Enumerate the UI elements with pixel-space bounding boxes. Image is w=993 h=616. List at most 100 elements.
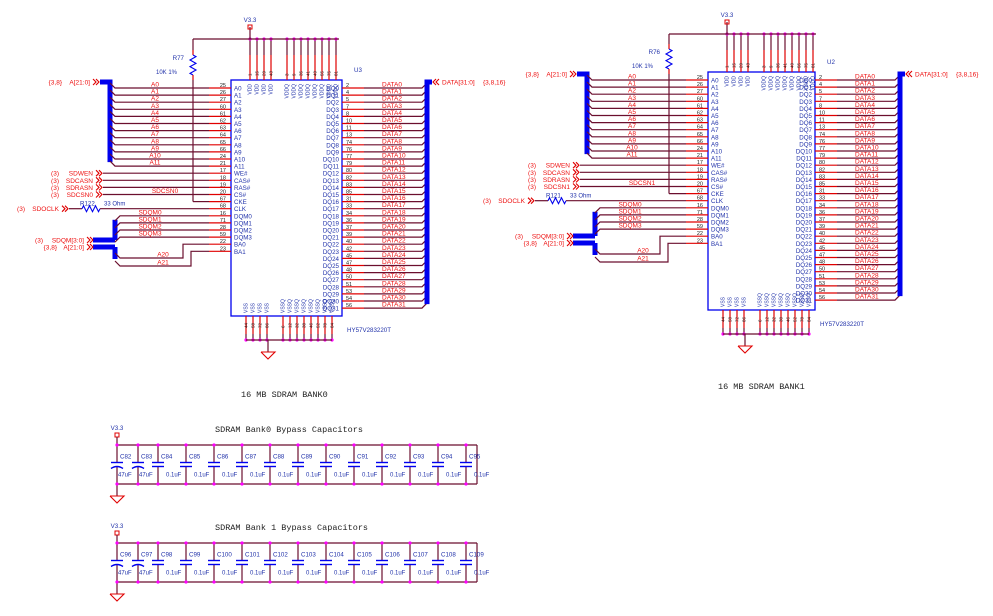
- pin-name: CKE: [711, 191, 724, 198]
- pin-name: A8: [234, 142, 242, 149]
- net-label: A10: [149, 153, 161, 160]
- sdram-chip-body[interactable]: [707, 71, 816, 311]
- pin-number: 33: [346, 204, 352, 210]
- address-port-name: A[21:0]: [69, 80, 90, 87]
- port-arrow-icon: [566, 239, 574, 247]
- capacitor-refdes: C105: [357, 552, 372, 559]
- clock-resistor-value: 33 Ohm: [104, 202, 125, 208]
- pin-number: 20: [697, 182, 703, 188]
- chevron-right-icon: [566, 232, 571, 240]
- pin-number: 56: [819, 295, 825, 301]
- pin-name: DQ0: [799, 78, 812, 85]
- address-net: A3: [109, 103, 209, 110]
- pin-number: 15: [732, 62, 737, 68]
- address-wire: [109, 139, 209, 146]
- net-label: DATA16: [382, 195, 406, 202]
- chevron-right-icon: [92, 78, 97, 86]
- pin-number: 3: [285, 73, 290, 76]
- pin-name: DQ2: [326, 100, 339, 107]
- net-label: A20: [637, 248, 649, 255]
- net-label: DATA17: [855, 194, 879, 201]
- control-net: SDCSN1(3): [528, 183, 686, 191]
- pin-name: BA1: [234, 249, 246, 256]
- net-label: DATA16: [855, 187, 879, 194]
- capacitor-refdes: C90: [329, 454, 341, 461]
- pin-name: CS#: [234, 192, 247, 199]
- net-label: A4: [628, 102, 636, 109]
- pin-name: A6: [711, 120, 719, 127]
- pin-number: 65: [220, 140, 226, 146]
- pin-name: DQ5: [326, 121, 339, 128]
- dqm-wire: [114, 222, 209, 229]
- pin-name: DQ11: [323, 164, 339, 171]
- capacitor-value: 0.1uF: [474, 473, 490, 479]
- net-label: A9: [628, 137, 636, 144]
- pin-number: 75: [327, 70, 332, 76]
- capacitor-refdes: C106: [385, 552, 400, 559]
- pin-name: RAS#: [711, 177, 728, 184]
- port-sheets: (3): [51, 192, 59, 199]
- pin-number: 65: [697, 132, 703, 138]
- address-net: A8: [586, 130, 686, 138]
- net-label: A5: [628, 109, 636, 116]
- pin-name: VSS: [265, 302, 271, 313]
- net-label: DATA25: [855, 251, 879, 258]
- capacitor-refdes: C101: [245, 552, 260, 559]
- net-label: DATA19: [382, 216, 406, 223]
- capacitor-value: 0.1uF: [306, 571, 322, 577]
- pin-number: 63: [697, 118, 703, 124]
- pin-number: 28: [697, 217, 703, 223]
- resistor-zigzag: [664, 48, 674, 70]
- capacitor-value: 47uF: [139, 473, 153, 479]
- pin-name: VDDQ: [811, 76, 817, 91]
- pin-number: 85: [346, 190, 352, 196]
- power-port: V3.3: [111, 425, 124, 438]
- address-net: A10: [586, 145, 686, 152]
- chevron-right-icon: [575, 176, 580, 183]
- pin-name: DQ7: [326, 135, 339, 142]
- pin-number: 2: [346, 83, 349, 89]
- address-wire: [109, 96, 209, 103]
- port-name: SDCSN1: [544, 184, 571, 191]
- pin-number: 83: [346, 182, 352, 188]
- capacitor-refdes: C108: [441, 552, 456, 559]
- pin-name: DQ2: [799, 92, 812, 99]
- net-label: DATA23: [855, 237, 879, 244]
- pin-number: 37: [346, 225, 352, 231]
- chip-refdes: U3: [354, 67, 362, 74]
- capacitor-refdes: C92: [385, 454, 397, 461]
- net-label: A20: [157, 252, 169, 259]
